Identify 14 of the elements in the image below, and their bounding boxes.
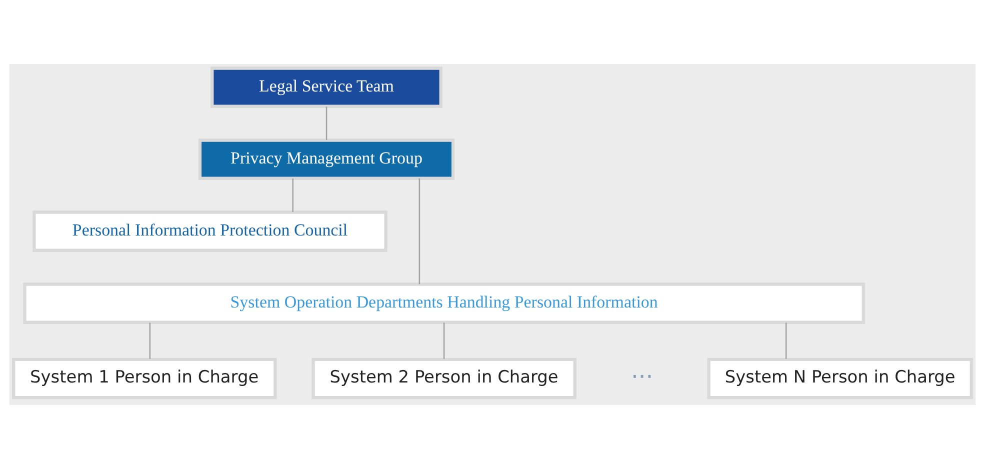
- connector: [443, 322, 445, 358]
- label: ···: [630, 362, 654, 390]
- node-box: Legal Service Team: [210, 66, 442, 108]
- connector: [292, 178, 294, 212]
- node-box: System 1 Person in Charge: [12, 357, 277, 399]
- node-box: Privacy Management Group: [198, 138, 455, 180]
- connector: [326, 106, 328, 140]
- connector: [785, 322, 787, 358]
- connector: [149, 322, 151, 358]
- node-box: System 2 Person in Charge: [312, 357, 576, 399]
- node-box: Personal Information Protection Council: [32, 210, 388, 252]
- connector: [418, 178, 420, 284]
- node-box: System N Person in Charge: [707, 357, 974, 399]
- node-box: System Operation Departments Handling Personal Information: [23, 282, 865, 324]
